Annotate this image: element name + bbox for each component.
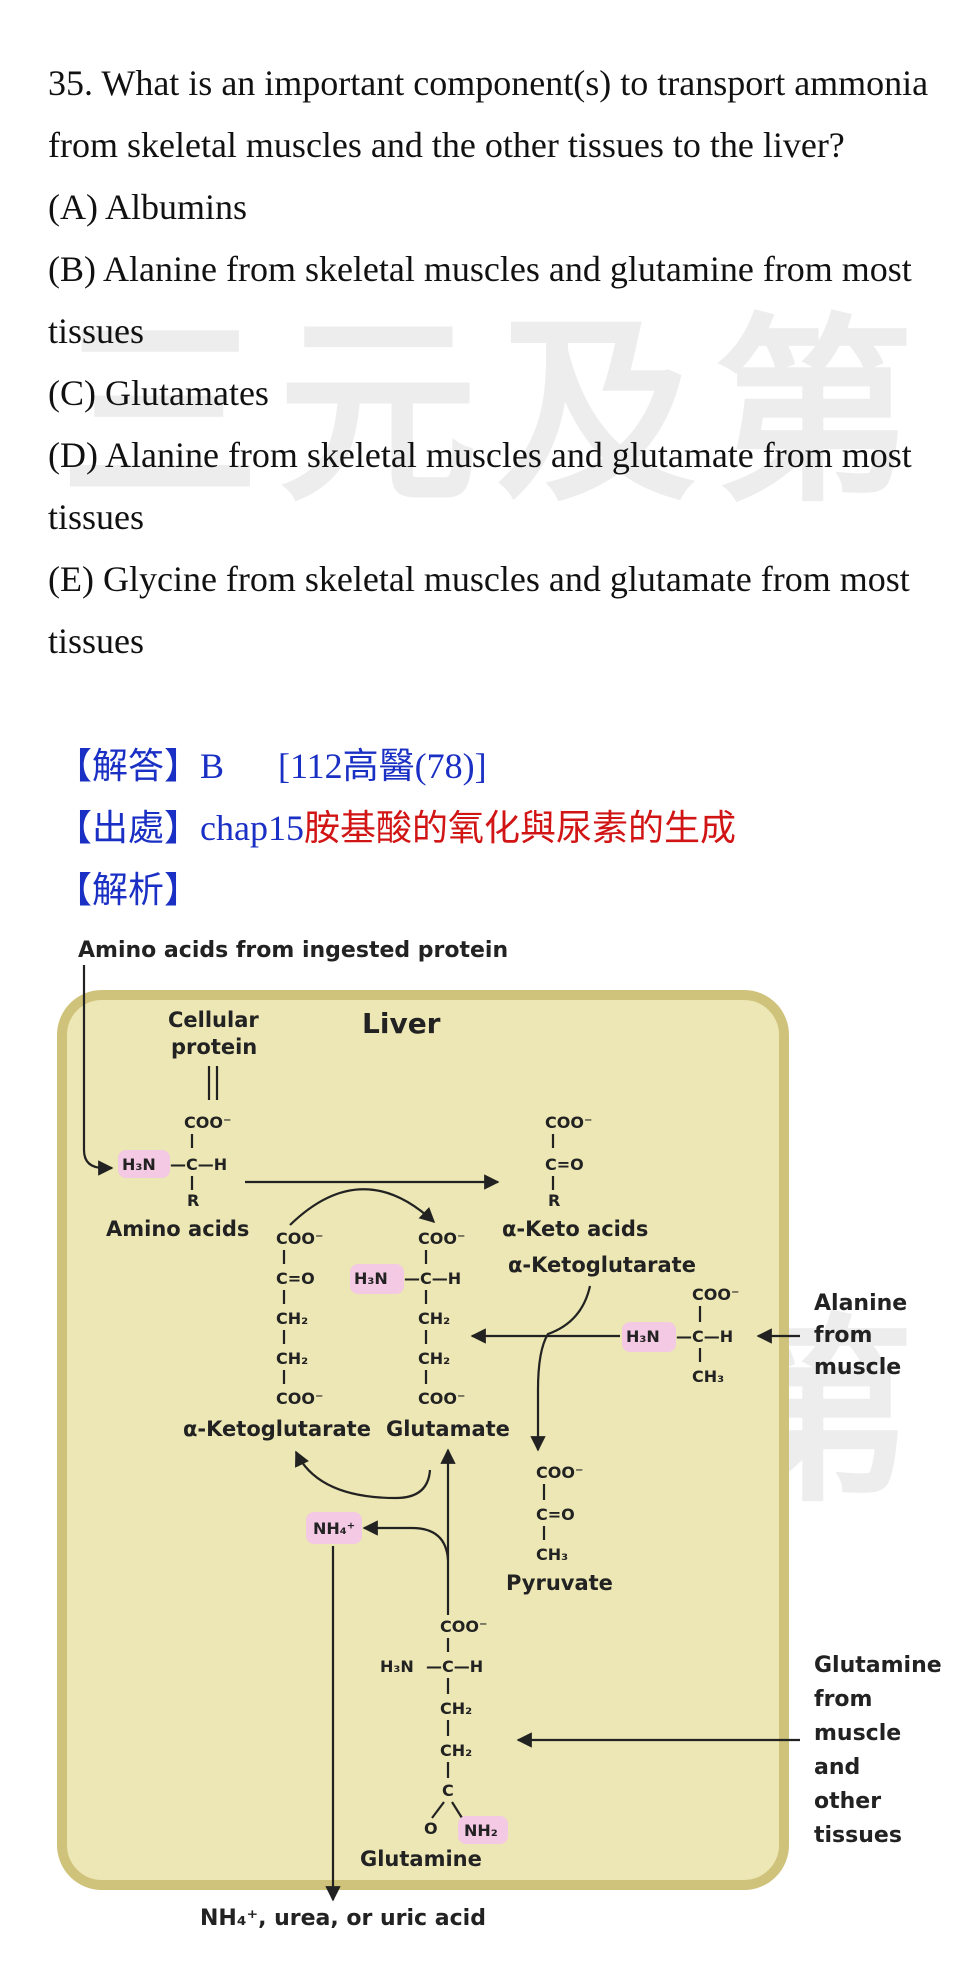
pyr-ch3: CH₃ (536, 1545, 568, 1564)
ala-to-pyruvate-arrow (530, 1285, 592, 1452)
ala-ch: —C—H (676, 1327, 733, 1346)
gln-ch2-b: CH₂ (440, 1741, 472, 1760)
akg-ceo: C=O (276, 1269, 315, 1288)
keto-r: R (548, 1191, 560, 1210)
cellular-protein-line2: protein (171, 1035, 257, 1059)
glutamine-source-line1: Glutamine (814, 1653, 942, 1678)
pyruvate-label: Pyruvate (506, 1571, 613, 1595)
question-stem: 35. What is an important component(s) to… (48, 63, 929, 165)
ingested-protein-label: Amino acids from ingested protein (78, 938, 508, 963)
answer-tag: 【解答】 (56, 746, 201, 786)
aa-coo: COO⁻ (184, 1113, 231, 1132)
glu-coo-bottom: COO⁻ (418, 1389, 465, 1408)
glutamine-source-line6: tissues (814, 1823, 902, 1848)
alanine-source-line1: Alanine (814, 1291, 907, 1316)
glu-coo-top: COO⁻ (418, 1229, 465, 1248)
ala-amine-highlight (622, 1322, 676, 1352)
pyr-coo: COO⁻ (536, 1463, 583, 1482)
gln-c: C (442, 1781, 454, 1800)
option-d: (D) Alanine from skeletal muscles and gl… (48, 435, 912, 537)
explain-line: 【解析】 (56, 859, 200, 921)
glu-h3n: H₃N (354, 1269, 388, 1288)
glutamate-label: Glutamate (386, 1417, 510, 1441)
aa-h3n: H₃N (122, 1155, 156, 1174)
akg-coo-bottom: COO⁻ (276, 1389, 323, 1408)
glutamine-source-line2: from (814, 1687, 872, 1712)
keto-ceo: C=O (545, 1155, 584, 1174)
gln-o: O (424, 1819, 438, 1838)
explain-tag: 【解析】 (56, 870, 201, 910)
answer-line: 【解答】B [112高醫(78)] (56, 735, 487, 797)
option-a: (A) Albumins (48, 187, 248, 227)
answer-value: B (200, 746, 225, 786)
option-e: (E) Glycine from skeletal muscles and gl… (48, 559, 910, 661)
gln-ch: —C—H (426, 1657, 483, 1676)
aa-amine-highlight (118, 1150, 170, 1178)
question-block: 35. What is an important component(s) to… (48, 52, 948, 672)
glu-ch2-b: CH₂ (418, 1349, 450, 1368)
option-c: (C) Glutamates (48, 373, 269, 413)
glu-amine-highlight (350, 1264, 404, 1294)
nh4-center: NH₄⁺ (313, 1519, 355, 1538)
akg-to-glu-curve (289, 1188, 436, 1226)
akg-ch2-a: CH₂ (276, 1309, 308, 1328)
pyr-ceo: C=O (536, 1505, 575, 1524)
ala-h3n: H₃N (626, 1327, 660, 1346)
gln-coo: COO⁻ (440, 1617, 487, 1636)
akg-coo-top: COO⁻ (276, 1229, 323, 1248)
keto-coo: COO⁻ (545, 1113, 592, 1132)
liver-box (57, 990, 789, 1890)
akg-label: α-Ketoglutarate (183, 1417, 371, 1441)
source-tag: 【出處】 (56, 808, 201, 848)
ingested-arrow (82, 965, 114, 1176)
cellular-protein-line1: Cellular (168, 1008, 259, 1032)
exam-reference: [112高醫(78)] (278, 746, 487, 786)
aa-ch: —C—H (170, 1155, 227, 1174)
keto-acids-label: α-Keto acids (502, 1217, 648, 1241)
source-title: 胺基酸的氧化與尿素的生成 (303, 808, 736, 848)
liver-title: Liver (362, 1007, 441, 1040)
ala-ch3: CH₃ (692, 1367, 724, 1386)
akg-ch2-b: CH₂ (276, 1349, 308, 1368)
protein-exchange-arrows (207, 1066, 219, 1100)
glu-ch: —C—H (404, 1269, 461, 1288)
source-chapter: chap15 (200, 808, 304, 848)
excretion-label: NH₄⁺, urea, or uric acid (200, 1906, 486, 1931)
gln-amide-highlight (458, 1816, 508, 1844)
alanine-source-line3: muscle (814, 1355, 901, 1380)
glutamine-source-line4: and (814, 1755, 860, 1780)
glutamine-label: Glutamine (360, 1847, 482, 1871)
alanine-source-line2: from (814, 1323, 872, 1348)
akg-arrow-label: α-Ketoglutarate (508, 1253, 696, 1277)
source-line: 【出處】chap15胺基酸的氧化與尿素的生成 (56, 797, 736, 859)
glutamine-source-line3: muscle (814, 1721, 901, 1746)
glu-ch2-a: CH₂ (418, 1309, 450, 1328)
option-b: (B) Alanine from skeletal muscles and gl… (48, 249, 912, 351)
gln-h3n: H₃N (380, 1657, 414, 1676)
ala-coo: COO⁻ (692, 1285, 739, 1304)
amino-acids-label: Amino acids (106, 1217, 249, 1241)
gln-nh2: NH₂ (464, 1821, 498, 1840)
nh4-highlight (306, 1512, 362, 1544)
glutamine-source-line5: other (814, 1789, 881, 1814)
amino-acid-transport-diagram: Amino acids from ingested protein Liver … (57, 938, 942, 1931)
gln-ch2-a: CH₂ (440, 1699, 472, 1718)
aa-r: R (187, 1191, 199, 1210)
glu-to-nh4-curve (295, 1450, 432, 1500)
